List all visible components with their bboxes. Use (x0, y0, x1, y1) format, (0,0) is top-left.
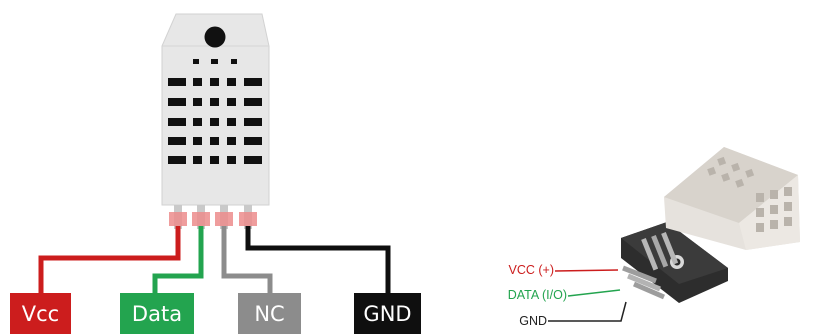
nc-pin-label: NC (238, 293, 301, 334)
gnd-wire (245, 226, 391, 295)
gnd-leader-line (548, 301, 627, 322)
sensor-pins (169, 205, 257, 229)
gnd-pin-label: GND (354, 293, 421, 334)
sensor-vent-grid (168, 59, 262, 164)
module-vcc-label: VCC (+) (508, 263, 555, 277)
module-gnd-label: GND (519, 314, 547, 328)
data-wire (152, 226, 204, 295)
nc-wire (221, 226, 273, 295)
sensor-front-illustration (38, 13, 391, 295)
module-vent-grid (707, 156, 792, 232)
vcc-leader-line (554, 269, 619, 272)
data-leader-line (567, 289, 621, 297)
mounting-hole (204, 26, 226, 48)
data-pin-label: Data (120, 293, 194, 334)
module-data-label: DATA (I/O) (507, 288, 567, 302)
vcc-wire (38, 226, 181, 295)
sensor-module-illustration (548, 147, 800, 322)
vcc-pin-label: Vcc (10, 293, 71, 334)
